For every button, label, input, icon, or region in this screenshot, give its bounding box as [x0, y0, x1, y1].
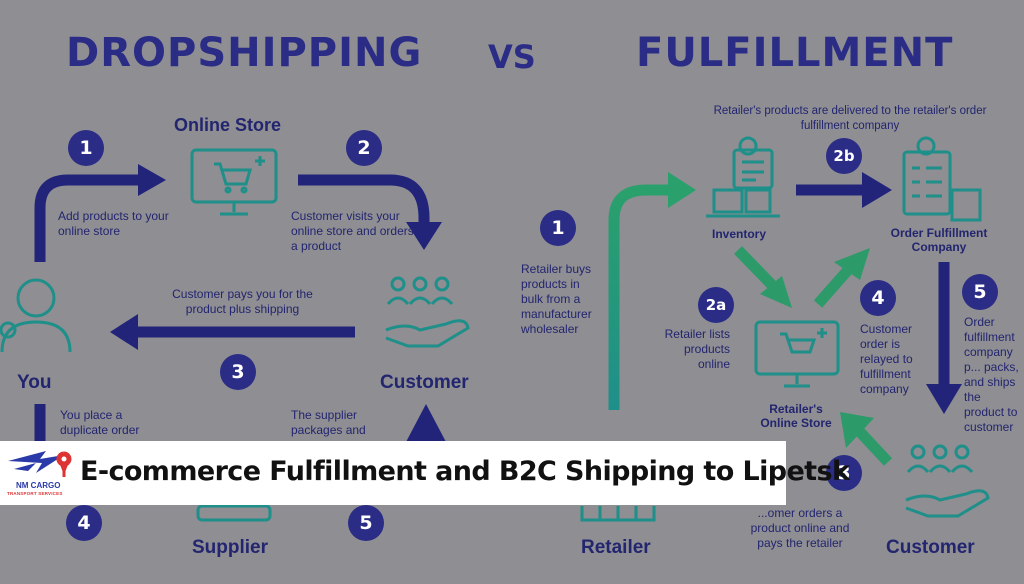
step-badge-f5: 5 — [962, 274, 998, 310]
text-f-step-1: Retailer buys products in bulk from a ma… — [521, 262, 592, 336]
label-retailer: Retailer — [581, 537, 651, 558]
step-badge-f3: 3 — [826, 455, 862, 491]
you-person-icon — [0, 278, 72, 353]
text-step-5: The supplier packages and — [291, 408, 366, 437]
label-retailer-store: Retailer's Online Store — [760, 402, 832, 430]
heading-fulfillment: FULFILLMENT — [636, 30, 954, 76]
retailer-store-icon — [754, 320, 840, 388]
text-step-1: Add products to your online store — [58, 209, 169, 238]
arrow-you-to-store — [34, 174, 140, 262]
heading-dropshipping: DROPSHIPPING — [66, 30, 423, 76]
logo-name: NM CARGO — [16, 481, 61, 490]
step-badge-4: 4 — [66, 505, 102, 541]
text-f-step-3: ...omer orders a product online and pays… — [750, 506, 850, 550]
arrowhead-store — [138, 164, 166, 196]
label-you: You — [17, 372, 52, 393]
label-supplier: Supplier — [192, 537, 269, 558]
step-badge-2a: 2a — [698, 287, 734, 323]
text-step-3: Customer pays you for the product plus s… — [172, 287, 313, 316]
supplier-icon — [196, 504, 272, 522]
heading-vs: VS — [488, 38, 536, 76]
step-badge-f4: 4 — [860, 280, 896, 316]
label-f-customer: Customer — [886, 537, 975, 558]
text-f-step-5: Order fulfillment company p... packs, an… — [964, 315, 1019, 434]
text-step-2: Customer visits your online store and or… — [291, 209, 414, 253]
arrowhead-you — [110, 314, 138, 350]
logo-subtitle: TRANSPORT SERVICES — [7, 491, 63, 496]
retailer-icon — [580, 506, 656, 522]
inventory-icon — [706, 136, 780, 218]
title-banner: NM CARGO TRANSPORT SERVICES E-commerce F… — [0, 441, 850, 505]
arrow-retailer-to-inventory — [608, 184, 672, 410]
step-badge-1: 1 — [68, 130, 104, 166]
label-inventory: Inventory — [712, 227, 767, 241]
label-customer: Customer — [380, 372, 469, 393]
arrow-inventory-to-store — [734, 246, 776, 289]
label-order-company: Order Fulfillment Company — [890, 226, 988, 254]
nm-cargo-logo-icon — [8, 451, 72, 477]
step-badge-2: 2 — [346, 130, 382, 166]
step-badge-5: 5 — [348, 505, 384, 541]
banner-title: E-commerce Fulfillment and B2C Shipping … — [80, 456, 850, 487]
text-step-2a: Retailer lists products online — [664, 327, 730, 371]
customer-group-icon — [385, 276, 470, 348]
order-company-icon — [902, 136, 982, 222]
text-top-note: Retailer's products are delivered to the… — [713, 105, 987, 132]
arrow-customer-to-store — [855, 428, 893, 466]
step-badge-2b: 2b — [826, 138, 862, 174]
online-store-icon — [190, 148, 278, 216]
fulfillment-customer-icon — [905, 444, 990, 518]
arrowhead-customer — [406, 222, 442, 250]
step-badge-3: 3 — [220, 354, 256, 390]
step-badge-f1: 1 — [540, 210, 576, 246]
arrowhead-supplier-up — [406, 404, 446, 442]
text-f-step-4: Customer order is relayed to fulfillment… — [860, 322, 913, 396]
label-online-store: Online Store — [174, 115, 282, 135]
arrow-store-to-company — [813, 266, 853, 308]
arrow-store-to-customer — [298, 174, 430, 225]
text-step-4: You place a duplicate order — [60, 408, 140, 437]
